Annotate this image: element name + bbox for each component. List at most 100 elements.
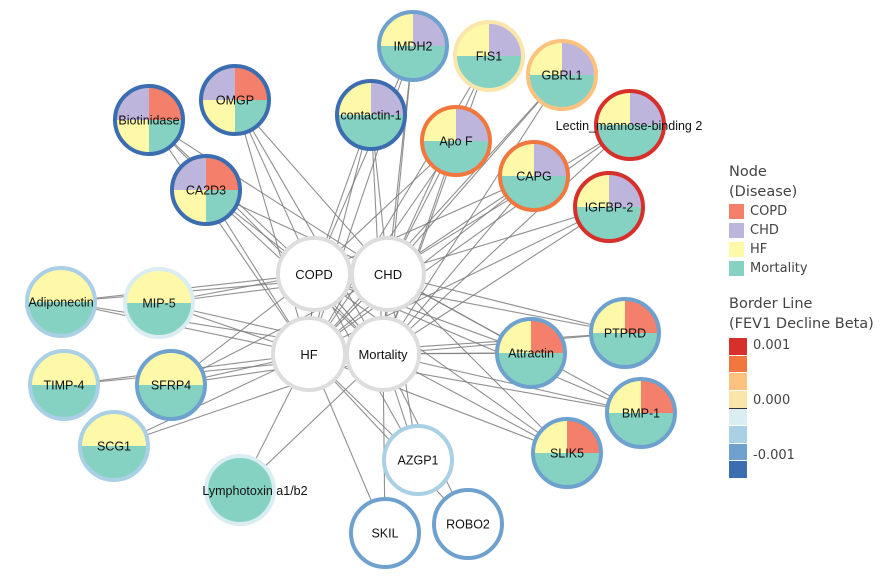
protein-label-robo2: ROBO2 (446, 518, 490, 532)
slice-fis1-mortality (455, 56, 523, 90)
protein-label-lymphotoxin: Lymphotoxin a1/b2 (202, 484, 307, 498)
border-ring-ca2d3 (170, 154, 242, 226)
protein-node-bmp1: BMP-1 (605, 377, 677, 449)
protein-label-azgp1: AZGP1 (398, 454, 439, 468)
slice-omgp-copd (235, 66, 269, 100)
slice-lymphotoxin-mortality (206, 456, 274, 524)
slice-scg1-hf (80, 412, 148, 446)
protein-label-imdh2: IMDH2 (394, 40, 433, 54)
border-tick-low: -0.001 (753, 448, 795, 463)
protein-label-skil: SKIL (371, 527, 398, 541)
protein-node-capg: CAPG (498, 140, 570, 212)
slice-ca2d3-copd (206, 156, 240, 190)
edge-capg-copd (313, 175, 535, 275)
edge-slik5-chd (387, 273, 568, 454)
slice-gbrl1-mortality (528, 75, 596, 109)
edge-biotinidase-hf (148, 119, 310, 355)
protein-label-bmp1: BMP-1 (622, 407, 660, 421)
slice-adiponectin-mortality (27, 302, 95, 336)
slice-omgp-mortality (235, 100, 269, 134)
border-ring-omgp (199, 64, 271, 136)
protein-node-lectin: Lectin_mannose-binding 2 (556, 89, 703, 161)
protein-node-fis1: FIS1 (453, 20, 525, 92)
slice-apof-mortality (422, 141, 490, 175)
edge-biotinidase-chd (148, 119, 389, 275)
legend-label-copd: COPD (750, 204, 788, 219)
slice-imdh2-hf (379, 12, 413, 46)
hub-node-chd: CHD (350, 236, 426, 312)
protein-label-apof: Apo F (439, 135, 473, 149)
edge-robo2-hf (308, 353, 469, 525)
border-color-scale: 0.001 0.000 -0.001 (729, 338, 887, 479)
protein-label-lectin: Lectin_mannose-binding 2 (556, 119, 703, 133)
protein-node-ptprd: PTPRD (589, 297, 661, 369)
slice-biotinidase-chd (115, 86, 149, 120)
protein-node-imdh2: IMDH2 (377, 10, 449, 82)
slice-ptprd-hf (591, 299, 625, 333)
protein-node-apof: Apo F (420, 105, 492, 177)
hub-node-copd: COPD (276, 236, 352, 312)
slice-attractin-hf (497, 319, 531, 353)
slice-lectin-mortality (596, 125, 664, 159)
scale-segment (729, 373, 747, 391)
border-ring-mip5 (123, 267, 195, 339)
legend-label-mortality: Mortality (750, 261, 808, 276)
border-ring-biotinidase (113, 84, 185, 156)
slice-sfrp4-mortality (137, 385, 205, 419)
slice-lectin-chd (630, 91, 664, 125)
legend-item-hf: HF (729, 240, 887, 259)
border-tick-mid: 0.000 (753, 393, 791, 408)
edge-gbrl1-mortality (382, 74, 563, 355)
border-ring-scg1 (78, 410, 150, 482)
legend-node-title: Node (729, 164, 767, 180)
slice-timp4-mortality (30, 385, 98, 419)
edge-sfrp4-chd (170, 273, 389, 386)
protein-node-slik5: SLIK5 (531, 417, 603, 489)
slice-mip5-mortality (125, 303, 193, 337)
protein-label-capg: CAPG (516, 170, 551, 184)
protein-node-lymphotoxin: Lymphotoxin a1/b2 (202, 454, 308, 526)
border-ring-slik5 (531, 417, 603, 489)
border-ring-lymphotoxin (204, 454, 276, 526)
slice-attractin-copd (531, 319, 565, 353)
slice-biotinidase-copd (149, 86, 183, 120)
scale-segment (729, 408, 747, 427)
protein-label-attractin: Attractin (508, 347, 554, 361)
hub-node-mortality: Mortality (345, 316, 421, 392)
edge-attractin-copd (313, 273, 532, 354)
edge-omgp-hf (234, 99, 310, 355)
slice-contactin1-hf (337, 81, 371, 115)
protein-node-robo2: ROBO2 (432, 488, 504, 560)
border-ring-imdh2 (377, 10, 449, 82)
scale-segment (729, 338, 747, 356)
protein-node-skil: SKIL (349, 497, 421, 569)
legend-label-chd: CHD (750, 223, 779, 238)
slice-capg-mortality (500, 176, 568, 210)
slice-adiponectin-hf (27, 268, 95, 302)
hub-layer: COPD CHD HF Mortality (271, 236, 426, 392)
border-ring-fis1 (453, 20, 525, 92)
slice-biotinidase-hf (115, 120, 149, 154)
protein-label-fis1: FIS1 (476, 50, 502, 64)
protein-node-azgp1: AZGP1 (382, 424, 454, 496)
slice-apof-chd (456, 107, 490, 141)
slice-ca2d3-hf (172, 190, 206, 224)
edge-ptprd-chd (387, 273, 626, 334)
protein-node-mip5: MIP-5 (123, 267, 195, 339)
slice-igfbp2-mortality (575, 207, 643, 241)
slice-bmp1-copd (641, 379, 675, 413)
slice-mip5-hf (125, 269, 193, 303)
border-ring-bmp1 (605, 377, 677, 449)
slice-bmp1-hf (607, 379, 641, 413)
legend-item-mortality: Mortality (729, 259, 887, 278)
scale-segment (729, 443, 747, 462)
protein-label-omgp: OMGP (216, 94, 254, 108)
slice-omgp-hf (201, 100, 235, 134)
edge-omgp-chd (234, 99, 389, 275)
edge-igfbp2-chd (387, 206, 610, 275)
slice-contactin1-mortality (337, 115, 405, 149)
protein-label-biotinidase: Biotinidase (118, 114, 179, 128)
protein-label-slik5: SLIK5 (550, 447, 584, 461)
